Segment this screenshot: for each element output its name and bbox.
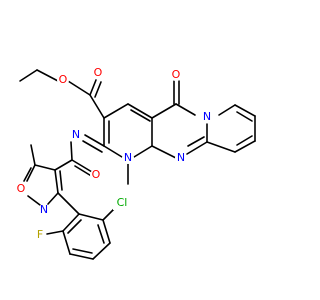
molecule-canvas: O O O N N N N O xyxy=(15,66,256,260)
ring-top-nitrogen-label: N xyxy=(203,110,211,123)
methyl-nitrogen-label: N xyxy=(124,151,132,164)
fluorine-atom: F xyxy=(34,228,46,241)
isoxazole-nitrogen: N xyxy=(38,203,50,216)
isoxazole-nitrogen-label: N xyxy=(40,203,48,216)
methyl-nitrogen: N xyxy=(122,151,134,164)
chlorine-label: Cl xyxy=(117,196,128,209)
ring-bottom-nitrogen-label: N xyxy=(177,151,185,164)
amide-oxygen: O xyxy=(90,168,102,181)
ketone-oxygen-label: O xyxy=(172,68,181,81)
molecule-structure: O O O N N N N O xyxy=(15,66,256,260)
fluorine-label: F xyxy=(37,228,43,241)
bond-lines xyxy=(19,69,256,260)
ester-carbonyl-oxygen-label: O xyxy=(94,66,103,79)
chlorine-atom: Cl xyxy=(113,196,131,210)
ester-ether-oxygen-label: O xyxy=(59,73,68,86)
imine-nitrogen: N xyxy=(70,128,82,141)
ester-ether-oxygen: O xyxy=(57,73,69,86)
atom-labels: O O O N N N N O xyxy=(15,66,213,241)
ester-carbonyl-oxygen: O xyxy=(92,66,104,79)
ring-top-nitrogen: N xyxy=(201,110,213,123)
isoxazole-oxygen: O xyxy=(15,182,27,195)
imine-nitrogen-label: N xyxy=(72,128,80,141)
ring-bottom-nitrogen: N xyxy=(175,151,187,164)
isoxazole-oxygen-label: O xyxy=(17,182,26,195)
amide-oxygen-label: O xyxy=(92,168,101,181)
ketone-oxygen: O xyxy=(170,68,182,81)
